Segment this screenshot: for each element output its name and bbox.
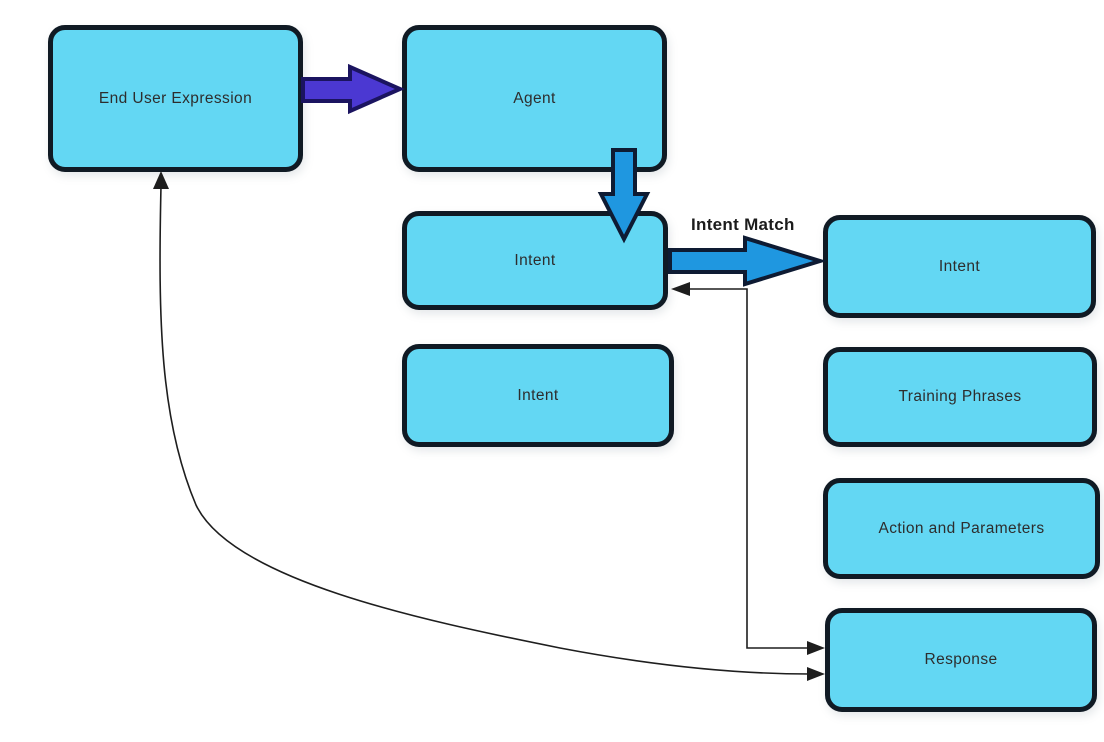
node-training-phrases: Training Phrases xyxy=(823,347,1097,447)
node-action-and-parameters: Action and Parameters xyxy=(823,478,1100,579)
node-intent-selected-label: Intent xyxy=(938,257,981,275)
node-response-label: Response xyxy=(924,651,998,668)
connector-response-to-intent-arrowhead-left xyxy=(671,282,690,296)
node-intent-alt-label: Intent xyxy=(517,386,559,404)
node-end-user-expression: End User Expression xyxy=(48,25,303,172)
node-training-phrases-label: Training Phrases xyxy=(898,388,1022,405)
connector-response-to-intent-arrowhead-right xyxy=(807,641,825,655)
node-agent: Agent xyxy=(402,25,667,172)
node-intent-matched-label: Intent xyxy=(514,251,556,269)
node-agent-label: Agent xyxy=(513,89,556,107)
arrow-user-to-agent xyxy=(301,63,405,115)
connector-response-to-user-arrowhead-right xyxy=(807,667,825,681)
intent-match-edge-label: Intent Match xyxy=(691,215,795,234)
node-intent-selected: Intent xyxy=(823,215,1096,318)
arrow-intent-match xyxy=(668,235,827,287)
node-action-and-parameters-label: Action and Parameters xyxy=(878,519,1045,537)
node-intent-matched: Intent xyxy=(402,211,668,310)
connector-response-to-intent xyxy=(689,288,807,649)
node-response: Response xyxy=(825,608,1097,712)
node-end-user-expression-label: End User Expression xyxy=(98,89,253,107)
node-intent-alt: Intent xyxy=(402,344,674,447)
connector-response-to-user-arrowhead-up xyxy=(153,171,169,189)
